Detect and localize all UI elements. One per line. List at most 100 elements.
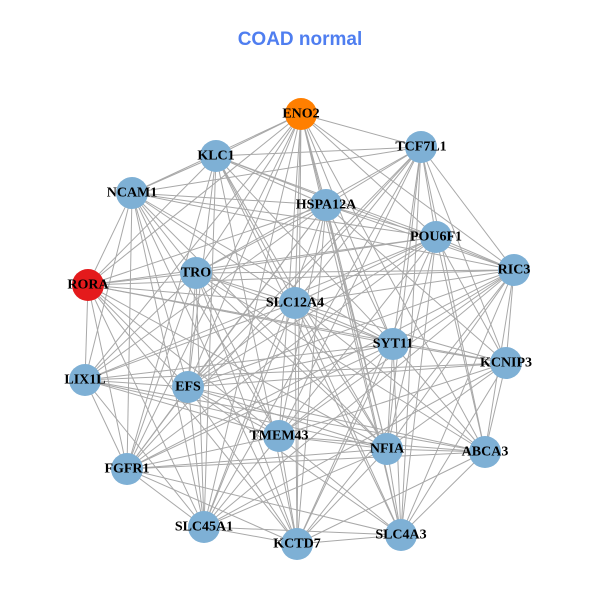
node-SLC4A3[interactable]: SLC4A3 bbox=[375, 519, 427, 551]
node-NFIA[interactable]: NFIA bbox=[370, 433, 405, 465]
node-circle bbox=[116, 177, 148, 209]
edge-EFS-NFIA bbox=[187, 386, 388, 450]
node-circle bbox=[172, 371, 204, 403]
edge-SLC12A4-SYT11 bbox=[294, 302, 394, 345]
edge-ENO2-ABCA3 bbox=[300, 113, 486, 453]
node-TMEM43[interactable]: TMEM43 bbox=[249, 420, 309, 452]
edge-HSPA12A-SLC4A3 bbox=[325, 204, 402, 536]
edge-FGFR1-KCTD7 bbox=[126, 468, 298, 545]
edge-POU6F1-KCTD7 bbox=[296, 236, 437, 545]
node-label: ENO2 bbox=[282, 107, 319, 122]
edge-NCAM1-POU6F1 bbox=[131, 192, 437, 238]
edge-NFIA-FGFR1 bbox=[126, 448, 388, 470]
node-label: RIC3 bbox=[498, 263, 531, 278]
node-HSPA12A[interactable]: HSPA12A bbox=[296, 189, 357, 221]
node-ENO2[interactable]: ENO2 bbox=[282, 98, 320, 130]
node-circle bbox=[188, 511, 220, 543]
edge-TRO-KCTD7 bbox=[195, 272, 298, 545]
edge-ENO2-RORA bbox=[87, 113, 302, 286]
edge-POU6F1-LIX1L bbox=[84, 236, 437, 381]
edge-TMEM43-SLC4A3 bbox=[278, 435, 402, 536]
edge-RIC3-SLC4A3 bbox=[400, 269, 515, 536]
edge-SLC12A4-NFIA bbox=[294, 302, 388, 450]
edge-SYT11-LIX1L bbox=[84, 343, 394, 381]
node-NCAM1[interactable]: NCAM1 bbox=[107, 177, 158, 209]
node-label: NCAM1 bbox=[107, 186, 158, 201]
edge-SYT11-TMEM43 bbox=[278, 343, 394, 437]
edge-HSPA12A-RIC3 bbox=[325, 204, 515, 271]
edge-KCNIP3-EFS bbox=[187, 362, 507, 388]
edge-RIC3-TRO bbox=[195, 269, 515, 274]
edge-SYT11-EFS bbox=[187, 343, 394, 388]
node-KCNIP3[interactable]: KCNIP3 bbox=[480, 347, 532, 379]
node-circle bbox=[72, 269, 104, 301]
edge-ENO2-LIX1L bbox=[84, 113, 302, 381]
node-ABCA3[interactable]: ABCA3 bbox=[462, 436, 509, 468]
edge-EFS-ABCA3 bbox=[187, 386, 486, 453]
edge-NFIA-ABCA3 bbox=[386, 448, 486, 453]
node-circle bbox=[498, 254, 530, 286]
edge-NCAM1-TMEM43 bbox=[131, 192, 280, 437]
node-label: SLC12A4 bbox=[266, 296, 324, 311]
edge-TRO-TMEM43 bbox=[195, 272, 280, 437]
node-circle bbox=[69, 364, 101, 396]
node-SYT11[interactable]: SYT11 bbox=[373, 328, 413, 360]
node-label: TRO bbox=[181, 266, 211, 281]
node-circle bbox=[180, 257, 212, 289]
node-label: TCF7L1 bbox=[395, 140, 446, 155]
node-TCF7L1[interactable]: TCF7L1 bbox=[395, 131, 447, 163]
edge-KLC1-SLC4A3 bbox=[215, 155, 402, 536]
edge-RORA-KCNIP3 bbox=[87, 284, 507, 364]
edge-ABCA3-FGFR1 bbox=[126, 451, 486, 470]
node-label: SYT11 bbox=[373, 337, 413, 352]
edge-TCF7L1-ABCA3 bbox=[420, 146, 486, 453]
node-KLC1[interactable]: KLC1 bbox=[197, 140, 235, 172]
edge-ENO2-RIC3 bbox=[300, 113, 515, 271]
edge-NCAM1-NFIA bbox=[131, 192, 388, 450]
node-POU6F1[interactable]: POU6F1 bbox=[410, 221, 462, 253]
node-SLC45A1[interactable]: SLC45A1 bbox=[175, 511, 233, 543]
edge-NFIA-KCTD7 bbox=[296, 448, 388, 545]
edge-TRO-SLC12A4 bbox=[195, 272, 296, 304]
node-label: POU6F1 bbox=[410, 230, 462, 245]
edge-RIC3-FGFR1 bbox=[126, 269, 515, 470]
edge-LIX1L-SLC45A1 bbox=[84, 379, 205, 528]
edge-TMEM43-FGFR1 bbox=[126, 435, 280, 470]
edge-KLC1-KCTD7 bbox=[215, 155, 298, 545]
node-FGFR1[interactable]: FGFR1 bbox=[104, 453, 150, 485]
node-circle bbox=[371, 433, 403, 465]
node-circle bbox=[377, 328, 409, 360]
node-label: KCNIP3 bbox=[480, 356, 532, 371]
node-SLC12A4[interactable]: SLC12A4 bbox=[266, 287, 324, 319]
node-circle bbox=[111, 453, 143, 485]
node-TRO[interactable]: TRO bbox=[180, 257, 212, 289]
edge-TRO-LIX1L bbox=[84, 272, 197, 381]
edge-FGFR1-SLC45A1 bbox=[126, 468, 205, 528]
edge-ABCA3-KCTD7 bbox=[296, 451, 486, 545]
edge-LIX1L-TMEM43 bbox=[84, 379, 280, 437]
edge-ENO2-TMEM43 bbox=[278, 113, 302, 437]
edge-HSPA12A-POU6F1 bbox=[325, 204, 437, 238]
node-LIX1L[interactable]: LIX1L bbox=[64, 364, 106, 396]
edge-NCAM1-FGFR1 bbox=[126, 192, 133, 470]
edge-NCAM1-EFS bbox=[131, 192, 189, 388]
node-EFS[interactable]: EFS bbox=[172, 371, 204, 403]
edge-TCF7L1-RIC3 bbox=[420, 146, 515, 271]
edge-NCAM1-HSPA12A bbox=[131, 192, 327, 206]
node-KCTD7[interactable]: KCTD7 bbox=[273, 528, 321, 560]
edge-TCF7L1-NCAM1 bbox=[131, 146, 422, 194]
edge-NCAM1-RIC3 bbox=[131, 192, 515, 271]
node-RIC3[interactable]: RIC3 bbox=[498, 254, 531, 286]
edge-EFS-TMEM43 bbox=[187, 386, 280, 437]
edge-HSPA12A-RORA bbox=[87, 204, 327, 286]
edge-SYT11-KCNIP3 bbox=[392, 343, 507, 364]
edge-SLC12A4-SLC4A3 bbox=[294, 302, 402, 536]
edge-RIC3-NFIA bbox=[386, 269, 515, 450]
edge-TCF7L1-SYT11 bbox=[392, 146, 422, 345]
edge-TMEM43-KCTD7 bbox=[278, 435, 298, 545]
node-label: LIX1L bbox=[64, 373, 105, 388]
node-RORA[interactable]: RORA bbox=[67, 269, 109, 301]
edge-RIC3-RORA bbox=[87, 269, 515, 286]
